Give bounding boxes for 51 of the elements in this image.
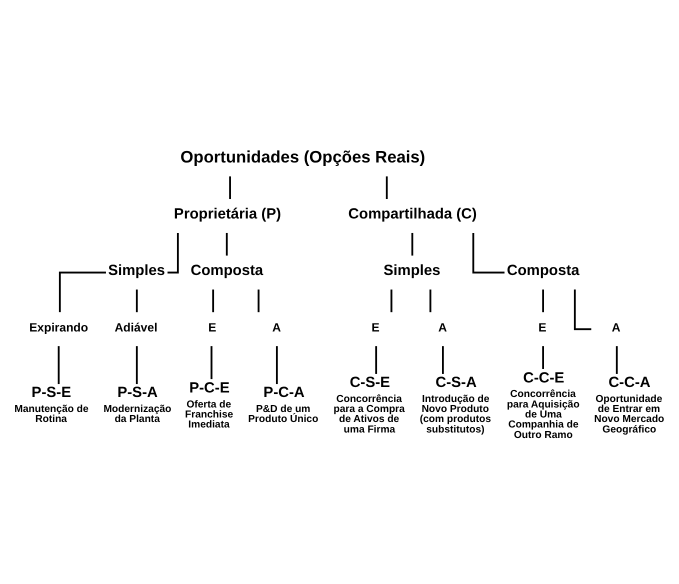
node-label: Manutenção de Rotina — [14, 403, 89, 425]
node-label: Oportunidade de Entrar em Novo Mercado Geográfico — [594, 393, 664, 435]
node-text: A — [612, 320, 620, 334]
connector — [442, 346, 444, 374]
node-label: Concorrência para a Compra de Ativos de uma Firma — [333, 393, 405, 435]
node-text: Expirando — [29, 320, 88, 334]
node-text: Composta — [190, 262, 264, 279]
node-text: A — [438, 320, 447, 334]
connector — [386, 176, 388, 199]
connector — [542, 346, 544, 368]
node-label: Introdução de Novo Produto (com produtos substitutos) — [420, 393, 492, 435]
node-text: Proprietária (P) — [174, 206, 282, 222]
node-label: Concorrência para Aquisição de Uma Companhia de Outro Ramo — [506, 388, 580, 440]
connector — [58, 271, 106, 312]
node-text: C-S-E — [350, 374, 390, 390]
node-text: Simples — [384, 262, 440, 279]
connector — [258, 289, 260, 312]
connector — [411, 232, 414, 256]
node-label: Oferta de Franchise Imediata — [185, 398, 234, 430]
connector — [472, 232, 504, 273]
node-label: Modernização da Planta — [103, 403, 172, 425]
connector — [276, 346, 278, 384]
node-text: C-S-A — [435, 374, 477, 390]
node-text: C-C-E — [523, 370, 564, 386]
node-text: P-S-A — [117, 384, 158, 401]
node-text: Composta — [506, 262, 580, 279]
connector — [429, 289, 432, 312]
connector — [390, 289, 392, 312]
node-text: E — [208, 320, 216, 334]
connector — [375, 346, 378, 374]
connector — [226, 232, 228, 256]
node-text: Compartilhada (C) — [348, 206, 477, 222]
node-text: A — [272, 320, 281, 334]
node-text: Oportunidades (Opções Reais) — [180, 147, 426, 166]
node-text: Adiável — [114, 320, 158, 334]
node-text: P-C-E — [189, 380, 230, 396]
node-label: P&D de um Produto Único — [248, 403, 318, 425]
connector — [542, 289, 544, 312]
node-text: E — [372, 320, 380, 334]
connector — [58, 346, 60, 384]
connector — [212, 289, 214, 312]
connector — [616, 346, 618, 374]
node-text: Simples — [108, 262, 165, 279]
connector — [210, 346, 212, 379]
connector — [136, 289, 138, 312]
node-text: P-C-A — [263, 384, 305, 401]
connector — [229, 176, 231, 199]
connector — [136, 346, 138, 384]
node-text: E — [538, 320, 546, 334]
node-text: C-C-A — [608, 374, 650, 390]
node-text: P-S-E — [32, 384, 72, 401]
